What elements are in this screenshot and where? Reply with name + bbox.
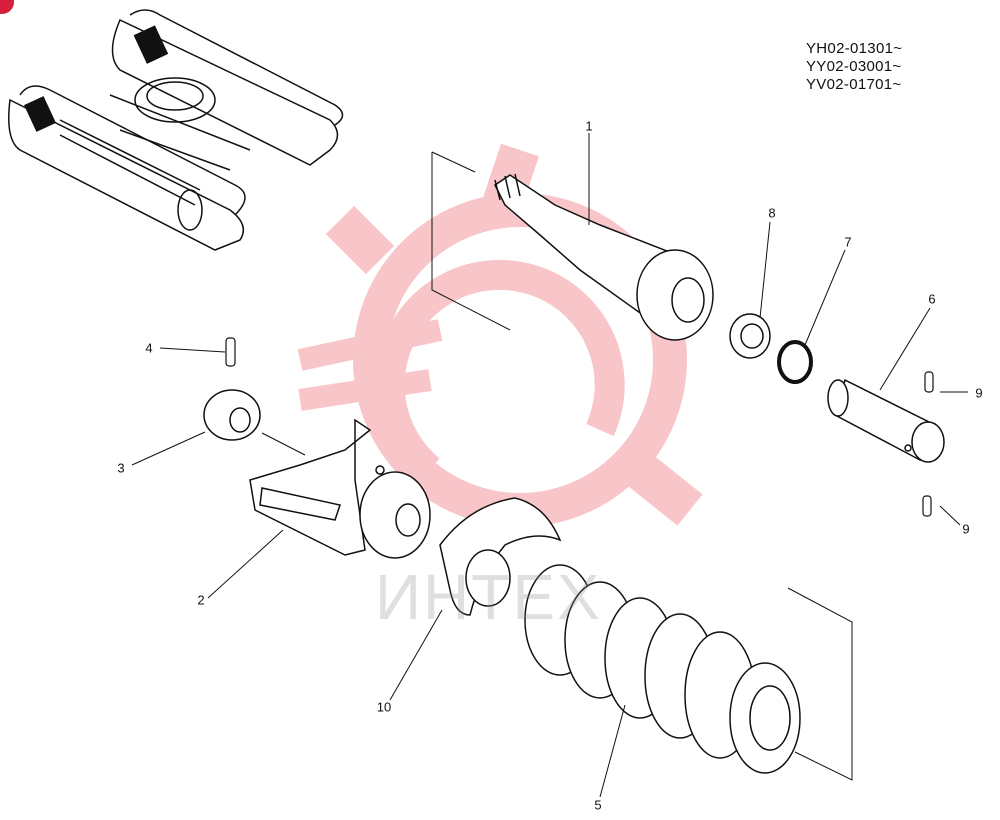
callout-10: 10 (376, 699, 392, 715)
part-5-bracket (787, 587, 853, 781)
track-frame-illustration (8, 9, 344, 251)
part-8-washer (729, 313, 771, 359)
callout-4: 4 (145, 340, 153, 356)
part-6-pin (827, 378, 945, 463)
callout-9-bottom: 9 (962, 521, 970, 537)
part-1-bracket (431, 152, 511, 331)
part-5-spring (524, 564, 801, 774)
callout-5: 5 (594, 797, 602, 813)
callout-8: 8 (768, 205, 776, 221)
watermark-gear-icon (297, 143, 711, 527)
callout-2: 2 (197, 592, 205, 608)
part-3-nut (203, 389, 261, 441)
serial-number: YY02-03001~ (806, 58, 902, 75)
callout-6: 6 (928, 291, 936, 307)
part-2-yoke (249, 418, 431, 559)
serial-number: YH02-01301~ (806, 40, 903, 57)
serial-number: YV02-01701~ (806, 76, 902, 93)
part-9-pin-bottom (922, 495, 932, 517)
part-1-rod (494, 173, 714, 341)
leader-lines (131, 133, 968, 798)
callout-3: 3 (117, 460, 125, 476)
part-10-shim (439, 497, 562, 616)
part-7-ring (777, 340, 813, 384)
part-9-pin-top (924, 371, 934, 393)
callout-7: 7 (844, 234, 852, 250)
part-4-pin (225, 337, 236, 367)
watermark-text: ИНТЕХ (375, 561, 602, 633)
serial-numbers: YH02-01301~ YY02-03001~ YV02-01701~ (806, 40, 902, 94)
callout-9-top: 9 (975, 385, 983, 401)
callout-1: 1 (585, 118, 593, 134)
